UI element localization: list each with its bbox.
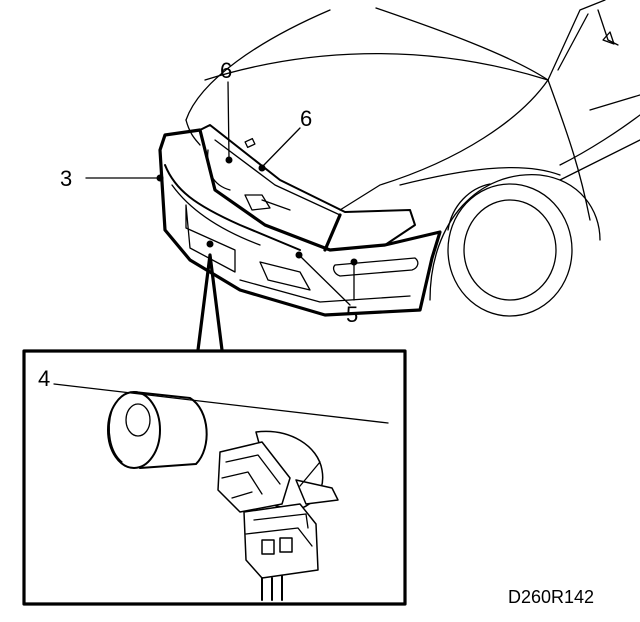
side-crease-lower	[559, 139, 640, 181]
holder-ridge	[225, 454, 281, 485]
front-bumper	[158, 128, 442, 317]
leader-6a	[227, 81, 230, 159]
a-pillar-inner	[557, 13, 589, 71]
fender-top	[547, 79, 591, 221]
leader-6b	[262, 127, 301, 167]
headlamp	[199, 124, 416, 252]
grommet-rim	[108, 409, 123, 463]
connector-ridge-2	[245, 527, 313, 547]
callout-3: 3	[60, 166, 72, 191]
grommet-body	[133, 391, 208, 469]
hood-crease	[204, 52, 549, 81]
grommet	[107, 391, 208, 469]
callout-6b: 6	[300, 106, 312, 131]
figure-code: D260R142	[508, 587, 594, 607]
inset-pointer	[196, 253, 224, 352]
connector-pin-2	[279, 537, 293, 553]
leader-5a	[299, 255, 351, 306]
leader-4	[53, 383, 389, 424]
bumper-upper-crease	[164, 164, 301, 251]
fastener-5-right	[350, 258, 358, 266]
holder-tab	[231, 491, 253, 499]
fastener-3	[156, 174, 164, 182]
hood-rear-edge	[375, 7, 549, 81]
connector-pin-1	[261, 539, 275, 555]
a-pillar	[547, 0, 606, 81]
headlamp-top-inner	[214, 139, 341, 216]
bulb-socket-assembly	[217, 430, 339, 601]
adjuster-slot	[244, 137, 256, 149]
headlamp-bulb	[244, 194, 271, 211]
tyre-inner	[463, 199, 557, 301]
mirror-mark	[602, 31, 615, 45]
windshield-wiper	[597, 9, 619, 46]
door-line	[589, 94, 640, 111]
fog-lamp	[259, 261, 311, 291]
headlamp-divider	[323, 213, 342, 252]
hood-left-edge	[185, 9, 331, 121]
headlamp-outline	[199, 124, 416, 251]
headlamp-line	[261, 199, 291, 211]
holder-ridge-2	[221, 471, 263, 495]
hood-front-edge	[339, 79, 549, 211]
tyre-outer	[447, 183, 573, 317]
fastener-6-left	[225, 156, 233, 164]
inset-frame	[22, 349, 407, 606]
bumper-lower-lip	[239, 279, 411, 303]
car-body	[185, 0, 640, 317]
callout-6a: 6	[220, 58, 232, 83]
wheel-arch	[429, 174, 601, 301]
fastener-6-right	[258, 164, 266, 172]
leader-lines	[85, 81, 355, 306]
bumper-bottom-edge	[324, 309, 421, 316]
locking-tab	[295, 479, 339, 505]
grommet-face	[107, 391, 161, 469]
fender-crease	[399, 166, 561, 186]
fastener-4	[206, 240, 214, 248]
inset-detail	[22, 349, 407, 606]
pointer-wedge	[196, 253, 224, 352]
license-plate-recess	[185, 204, 236, 273]
grommet-hole	[125, 403, 151, 437]
hood-corner	[185, 119, 201, 146]
callout-4: 4	[38, 366, 50, 391]
bumper-mid-crease	[171, 184, 261, 246]
side-crease-upper	[559, 114, 640, 166]
side-marker-lamp	[333, 257, 419, 277]
housing-seam	[299, 461, 321, 487]
tyre-shade	[447, 183, 491, 231]
connector-ridge	[253, 513, 309, 529]
callout-5: 5	[346, 302, 358, 327]
